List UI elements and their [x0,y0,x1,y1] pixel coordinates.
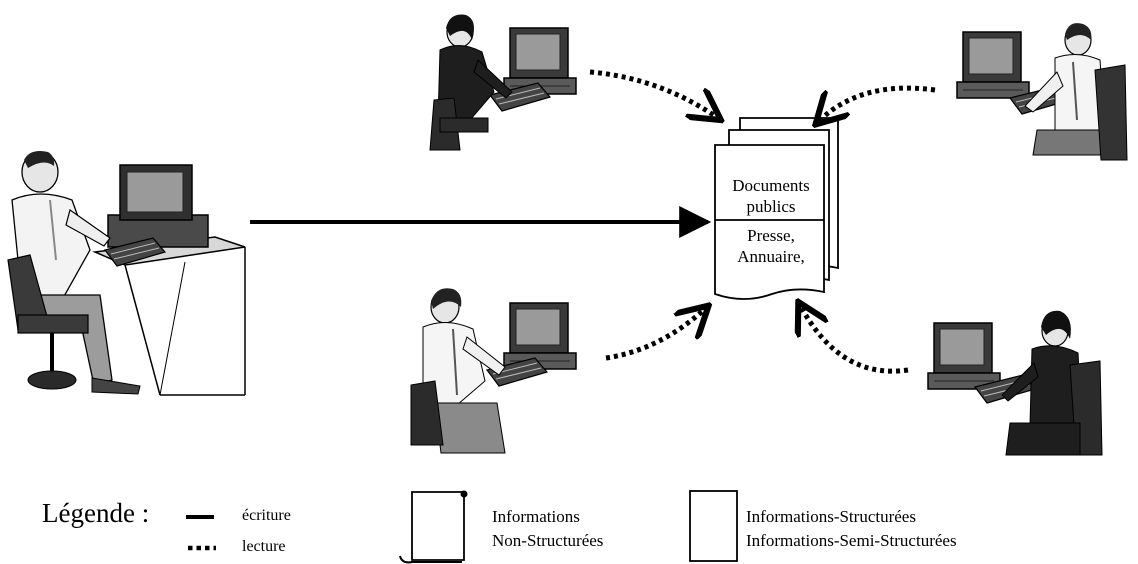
doc-label-top: Documents publics [718,175,824,217]
writer-workstation-icon [7,151,246,396]
doc-label-presse: Presse, [747,226,795,245]
doc-label-bottom: Presse, Annuaire, [718,225,824,267]
doc-label-annuaire: Annuaire, [737,247,805,266]
reader-workstation-bottom-left-icon [410,288,577,454]
legend-structured-line2: Informations-Semi-Structurées [746,531,957,550]
legend-title: Légende : [42,498,150,528]
doc-label-publics: publics [746,197,796,216]
public-documents-stack-icon [714,117,839,300]
legend-unstructured-label: Informations Non-Structurées [492,505,603,553]
scroll-document-icon [399,490,468,564]
read-arrow-top-left [589,69,718,118]
doc-label-documents: Documents [732,176,810,195]
legend-read-label: lecture [242,538,286,555]
read-arrow-bottom-right [800,305,909,374]
legend-unstructured-line2: Non-Structurées [492,531,604,550]
legend-structured-label: Informations-Structurées Informations-Se… [746,505,957,553]
read-arrow-bottom-left [605,308,706,361]
rectangle-document-icon [689,490,738,562]
reader-workstation-bottom-right-icon [927,310,1103,456]
legend-unstructured-line1: Informations [492,507,580,526]
read-arrow-top-right [818,85,936,122]
reader-workstation-top-left-icon [429,14,577,151]
legend-write-label: écriture [242,507,291,524]
legend-structured-line1: Informations-Structurées [746,507,916,526]
reader-workstation-top-right-icon [956,23,1128,161]
